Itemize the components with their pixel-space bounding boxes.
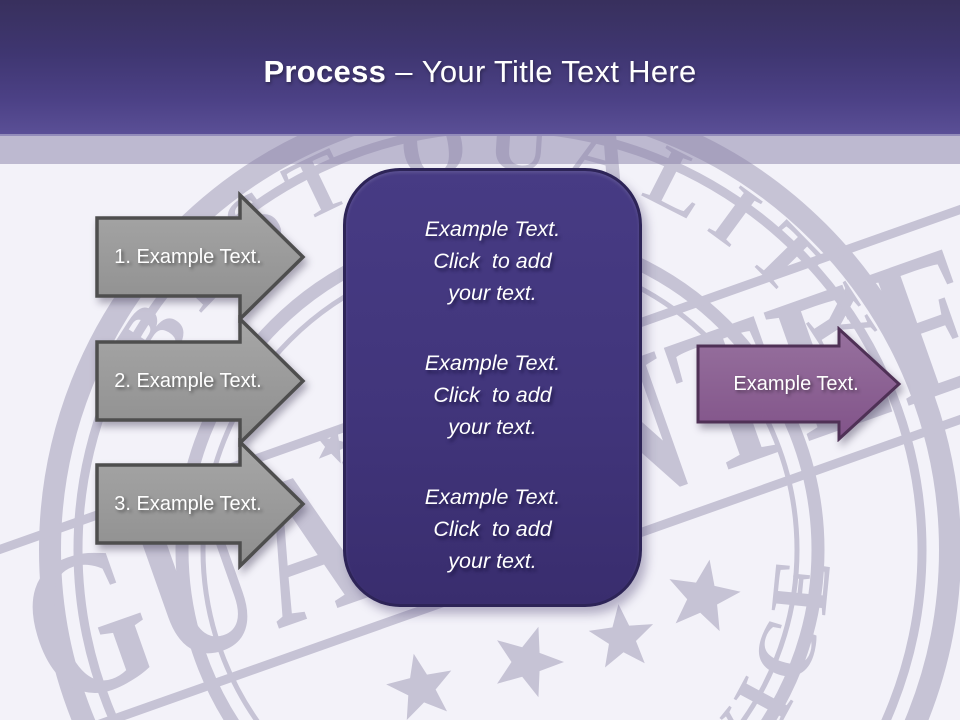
placeholder-paragraph-1[interactable]: Example Text. Click to add your text. [424, 216, 561, 305]
result-arrow-label: Example Text. [733, 373, 859, 395]
star-icon [484, 615, 572, 702]
arrow-right-shape [95, 438, 306, 570]
star-icon [381, 646, 460, 720]
lavender-divider-band [0, 136, 960, 164]
arrow-right-shape [95, 191, 306, 323]
title-bar: Process–Your Title Text Here [0, 0, 960, 136]
star-icon [662, 553, 746, 634]
process-step-1-arrow[interactable]: 1. Example Text. [95, 191, 307, 323]
placeholder-paragraph-2[interactable]: Example Text. Click to add your text. [424, 350, 561, 439]
process-step-3-arrow[interactable]: 3. Example Text. [95, 438, 307, 570]
arrow-right-shape [95, 315, 306, 447]
title-separator: – [395, 54, 413, 89]
step-2-label: 2. Example Text. [114, 370, 262, 392]
placeholder-paragraph-3[interactable]: Example Text. Click to add your text. [424, 484, 561, 573]
content-text-box[interactable]: Example Text. Click to add your text. Ex… [343, 168, 642, 607]
arrow-right-shape [696, 326, 902, 442]
title-emphasis: Process [263, 54, 387, 89]
result-arrow[interactable]: Example Text. [696, 326, 902, 442]
star-icon [586, 600, 658, 669]
process-step-2-arrow[interactable]: 2. Example Text. [95, 315, 307, 447]
slide-title: Process–Your Title Text Here [0, 54, 960, 90]
step-3-label: 3. Example Text. [114, 493, 262, 515]
title-text: Your Title Text Here [421, 54, 697, 89]
step-1-label: 1. Example Text. [114, 246, 262, 268]
